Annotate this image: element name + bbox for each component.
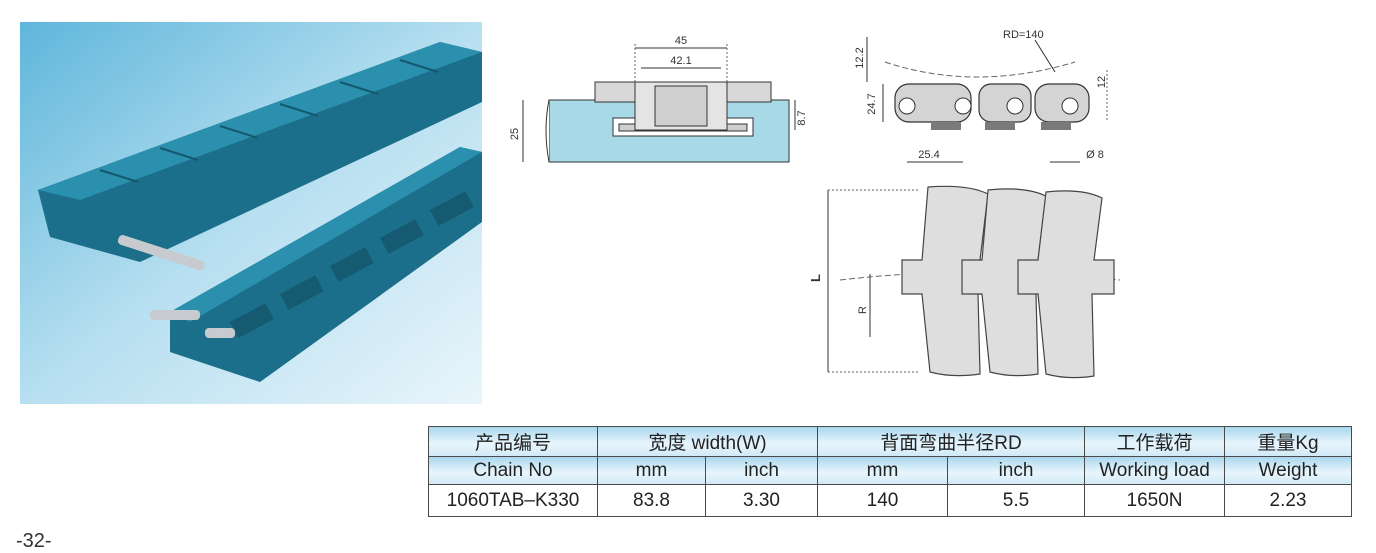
cell-rd-inch: 5.5 bbox=[947, 484, 1085, 517]
page-number: -32- bbox=[16, 530, 52, 552]
cell-weight: 2.23 bbox=[1224, 484, 1352, 517]
header-rd-mm: mm bbox=[817, 456, 948, 485]
spec-table: 产品编号 宽度 width(W) 背面弯曲半径RD 工作载荷 重量Kg Chai… bbox=[428, 426, 1352, 517]
header-rd-inch: inch bbox=[947, 456, 1085, 485]
dim-side-right: 12 bbox=[1096, 76, 1108, 88]
product-photo bbox=[20, 22, 482, 404]
dim-pin-diameter: Ø 8 bbox=[1086, 149, 1104, 161]
chain-upper bbox=[38, 42, 482, 271]
dim-height-left: 25 bbox=[509, 128, 521, 140]
header-chain-en: Chain No bbox=[428, 456, 598, 485]
cell-rd-mm: 140 bbox=[817, 484, 948, 517]
cross-section-drawing: 45 42.1 25 8.7 bbox=[509, 35, 808, 163]
header-width-inch: inch bbox=[705, 456, 818, 485]
cell-chain-no: 1060TAB–K330 bbox=[428, 484, 598, 517]
dim-width-inner: 42.1 bbox=[670, 55, 691, 67]
dim-side-top: 12.2 bbox=[854, 47, 866, 68]
dim-length: L bbox=[810, 274, 823, 282]
radius-side-label: R bbox=[857, 306, 869, 314]
chain-lower bbox=[150, 147, 482, 382]
cell-working-load: 1650N bbox=[1084, 484, 1225, 517]
cell-width-mm: 83.8 bbox=[597, 484, 706, 517]
radius-label: RD=140 bbox=[1003, 29, 1044, 41]
table-row: 1060TAB–K330 83.8 3.30 140 5.5 1650N 2.2… bbox=[428, 484, 1352, 517]
header-chain-cn: 产品编号 bbox=[428, 426, 598, 457]
header-load-cn: 工作载荷 bbox=[1084, 426, 1225, 457]
header-weight-cn: 重量Kg bbox=[1224, 426, 1352, 457]
dim-height-right: 8.7 bbox=[796, 110, 808, 125]
dim-pitch: 25.4 bbox=[918, 149, 939, 161]
dim-width-outer: 45 bbox=[675, 35, 687, 47]
header-weight-en: Weight bbox=[1224, 456, 1352, 485]
side-view-drawing: RD=140 12.2 24.7 12 25.4 Ø 8 bbox=[854, 29, 1108, 163]
header-load-en: Working load bbox=[1084, 456, 1225, 485]
cell-width-inch: 3.30 bbox=[705, 484, 818, 517]
header-width: 宽度 width(W) bbox=[597, 426, 818, 457]
header-backflex-radius: 背面弯曲半径RD bbox=[817, 426, 1085, 457]
header-width-mm: mm bbox=[597, 456, 706, 485]
plan-view-drawing: L R bbox=[810, 185, 1121, 379]
dim-side-height: 24.7 bbox=[866, 93, 878, 114]
